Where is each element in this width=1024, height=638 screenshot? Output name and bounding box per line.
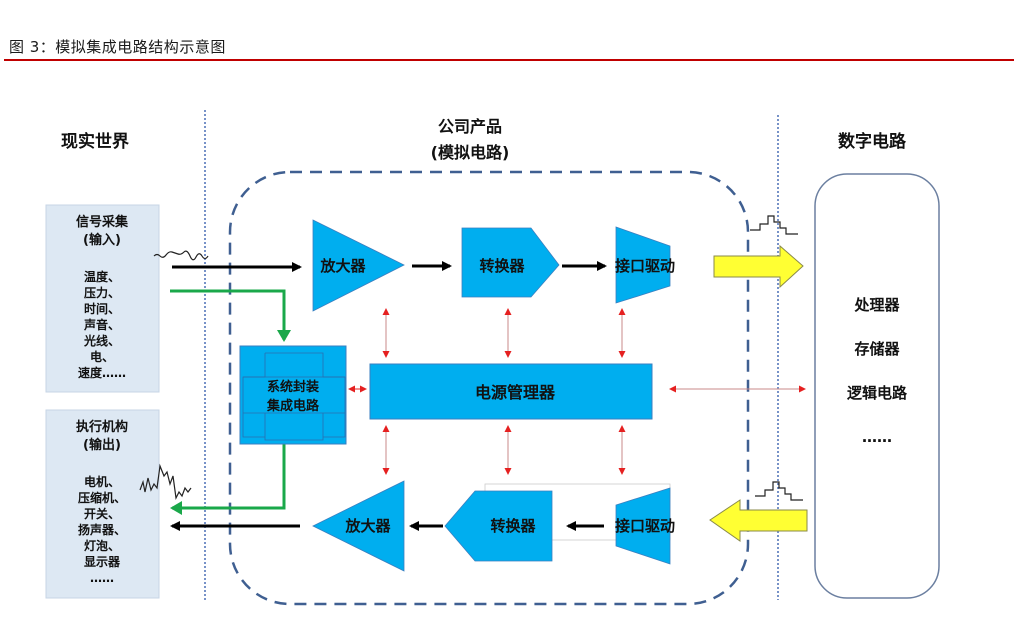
output-box-item: …… [90, 571, 114, 585]
input-to-sip-arrow [170, 289, 291, 342]
digital-output-waveform-icon [750, 215, 798, 235]
sip-block: 系统封装 集成电路 [239, 345, 347, 445]
output-box-item: 电机、 [84, 474, 120, 489]
bottom-amplifier-label: 放大器 [344, 517, 391, 535]
input-box-item: 压力、 [84, 285, 120, 300]
bottom-interface-driver: 接口驱动 [615, 487, 675, 565]
product-title: 公司产品 [438, 117, 502, 136]
top-amplifier: 放大器 [312, 219, 405, 312]
digital-box-item: 处理器 [853, 296, 900, 314]
input-box-item: 温度、 [84, 269, 120, 284]
power-manager: 电源管理器 [369, 363, 653, 420]
output-box-item: 开关、 [84, 506, 120, 521]
input-box-item: 电、 [90, 349, 114, 364]
output-box-item: 显示器 [84, 555, 121, 569]
power-manager-label: 电源管理器 [475, 383, 556, 402]
top-converter: 转换器 [461, 227, 560, 298]
real-world-title: 现实世界 [61, 131, 129, 152]
input-box-title: 信号采集 [76, 214, 129, 230]
input-box-item: 声音、 [83, 317, 120, 332]
output-box-item: 扬声器、 [78, 522, 126, 537]
bottom-amplifier: 放大器 [312, 480, 405, 572]
output-box: 执行机构 (输出) 电机、压缩机、开关、扬声器、灯泡、显示器 …… [45, 409, 160, 599]
to-digital-arrow [713, 244, 804, 289]
sip-to-output-arrow [170, 444, 286, 515]
bottom-interface-label: 接口驱动 [615, 517, 675, 535]
output-box-item: 压缩机、 [78, 490, 126, 505]
caption-underline [4, 59, 1014, 61]
digital-box-item: 存储器 [854, 340, 900, 358]
input-box-item: 光线、 [83, 333, 120, 348]
digital-box-item: 逻辑电路 [847, 384, 908, 402]
product-subtitle: (模拟电路) [431, 143, 510, 162]
digital-input-waveform-icon [755, 481, 803, 501]
bottom-converter-label: 转换器 [490, 517, 536, 535]
sip-label-line2: 集成电路 [266, 398, 320, 414]
from-digital-arrow [709, 499, 808, 542]
output-box-title: 执行机构 [76, 419, 128, 435]
input-box-subtitle: (输入) [83, 232, 121, 248]
sip-label-line1: 系统封装 [267, 379, 319, 395]
top-interface-label: 接口驱动 [615, 257, 675, 275]
digital-box-item: …… [862, 428, 892, 446]
input-box-item: 速度…… [78, 365, 126, 380]
digital-title: 数字电路 [838, 131, 907, 152]
output-box-subtitle: (输出) [83, 437, 121, 453]
top-amplifier-label: 放大器 [319, 257, 366, 275]
output-box-item: 灯泡、 [84, 538, 120, 553]
analog-output-waveform-icon [139, 463, 192, 501]
input-box-item: 时间、 [84, 301, 120, 316]
analog-input-waveform-icon [153, 250, 209, 261]
bottom-converter: 转换器 [444, 490, 553, 562]
top-interface-driver: 接口驱动 [615, 226, 675, 304]
power-links [382, 308, 626, 475]
top-converter-label: 转换器 [479, 257, 525, 275]
figure-caption: 图 3：模拟集成电路结构示意图 [9, 38, 226, 56]
input-box: 信号采集 (输入) 温度、压力、时间、声音、光线、电、速度…… [45, 204, 160, 393]
